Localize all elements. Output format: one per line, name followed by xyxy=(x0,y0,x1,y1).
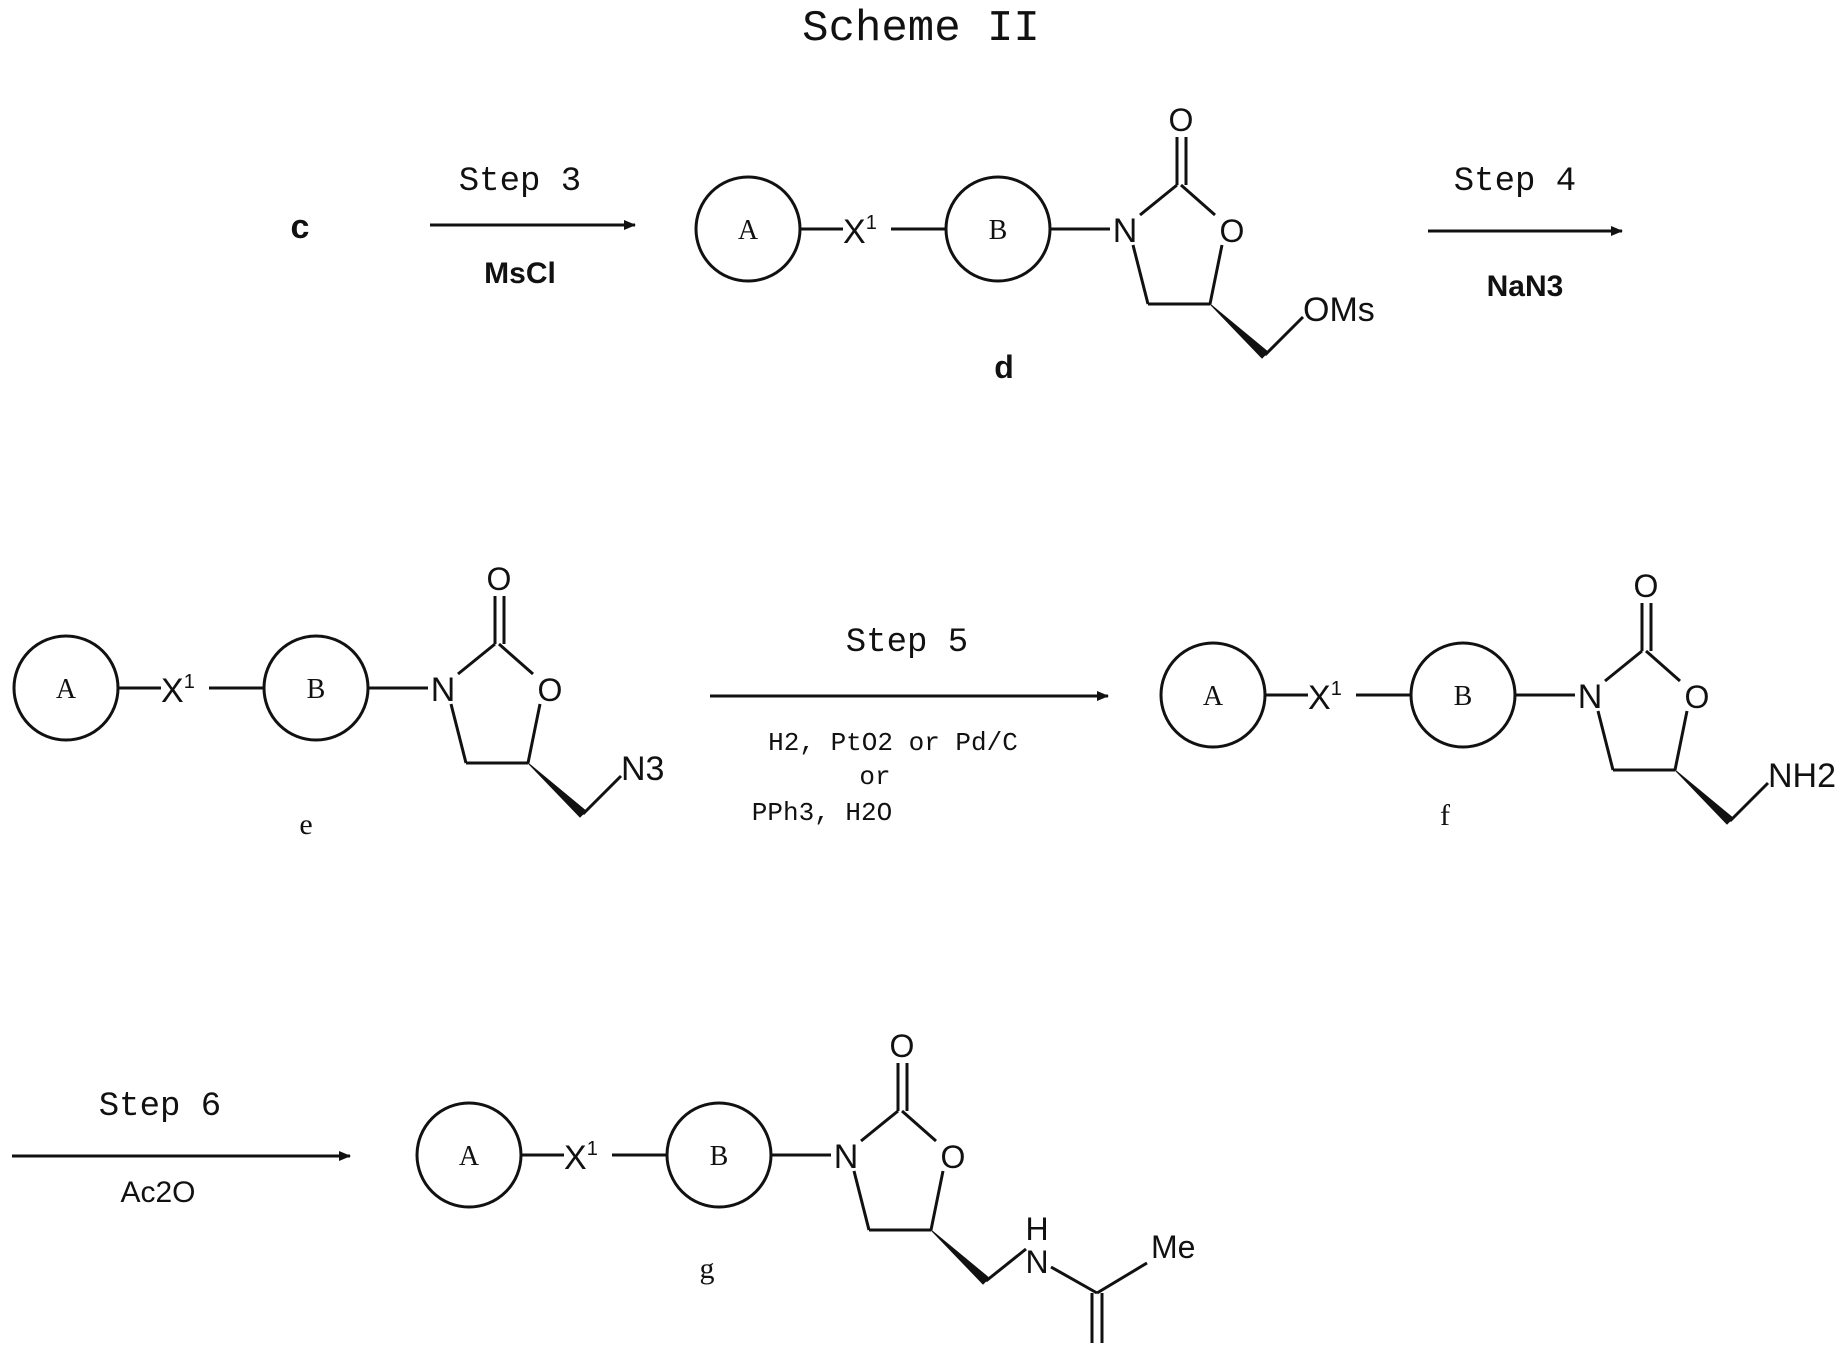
ring-b-label: B xyxy=(989,215,1008,246)
step-5-arrow: Step 5 H2, PtO2 or Pd/C or PPh3, H2O xyxy=(710,624,1108,828)
compound-e: A X1 B N O O N3 e xyxy=(14,561,664,841)
step-6-arrow: Step 6 Ac2O xyxy=(12,1088,350,1209)
compound-e-label: e xyxy=(299,808,312,841)
linker-x1: X1 xyxy=(1308,678,1342,717)
ring-a-label: A xyxy=(1203,681,1224,712)
carbonyl-oxygen: O xyxy=(1634,568,1659,604)
ring-oxygen: O xyxy=(538,672,563,708)
carbonyl-oxygen: O xyxy=(487,561,512,597)
compound-f-label: f xyxy=(1440,799,1450,832)
start-material-label: c xyxy=(291,208,310,246)
ring-nitrogen: N xyxy=(1578,678,1603,716)
step-5-reagent-or: or xyxy=(859,762,890,792)
ring-b-label: B xyxy=(710,1141,729,1172)
substituent-e: N3 xyxy=(621,750,664,788)
step-4-label: Step 4 xyxy=(1454,163,1576,201)
ring-oxygen: O xyxy=(941,1139,966,1175)
ring-nitrogen: N xyxy=(1113,212,1138,250)
compound-f: A X1 B N O O NH2 f xyxy=(1161,568,1836,832)
ring-nitrogen: N xyxy=(834,1138,859,1176)
step-6-label: Step 6 xyxy=(99,1088,221,1126)
acetyl-oxygen: O xyxy=(1085,1342,1110,1346)
step-5-reagent-1: H2, PtO2 or Pd/C xyxy=(768,728,1018,758)
amide-h: H xyxy=(1025,1211,1048,1247)
compound-g-label: g xyxy=(700,1252,715,1285)
carbonyl-oxygen: O xyxy=(890,1028,915,1064)
ring-a-label: A xyxy=(56,674,77,705)
ring-b-label: B xyxy=(1454,681,1473,712)
substituent-d: OMs xyxy=(1303,291,1375,329)
step-3-arrow: Step 3 MsCl xyxy=(430,163,635,290)
ring-oxygen: O xyxy=(1685,679,1710,715)
linker-x1: X1 xyxy=(564,1138,598,1177)
acetyl-methyl: Me xyxy=(1151,1229,1195,1265)
step-3-reagent: MsCl xyxy=(484,257,556,290)
step-3-label: Step 3 xyxy=(459,163,581,201)
ring-b-label: B xyxy=(307,674,326,705)
step-4-reagent: NaN3 xyxy=(1487,270,1564,303)
ring-oxygen: O xyxy=(1220,213,1245,249)
scheme-title: Scheme II xyxy=(802,4,1040,54)
step-4-arrow: Step 4 NaN3 xyxy=(1428,163,1622,303)
amide-nitrogen: N xyxy=(1025,1244,1048,1280)
ring-a-label: A xyxy=(738,215,759,246)
compound-g: A X1 B N O O H N Me O g xyxy=(417,1028,1195,1346)
ring-nitrogen: N xyxy=(431,671,456,709)
step-5-label: Step 5 xyxy=(846,624,968,662)
linker-x1: X1 xyxy=(843,212,877,251)
compound-d: A X1 B N O O OMs d xyxy=(696,102,1375,385)
linker-x1: X1 xyxy=(161,671,195,710)
substituent-f: NH2 xyxy=(1768,757,1836,795)
step-5-reagent-2: PPh3, H2O xyxy=(752,798,892,828)
ring-a-label: A xyxy=(459,1141,480,1172)
compound-d-label: d xyxy=(994,349,1014,385)
step-6-reagent: Ac2O xyxy=(120,1176,195,1209)
carbonyl-oxygen: O xyxy=(1169,102,1194,138)
